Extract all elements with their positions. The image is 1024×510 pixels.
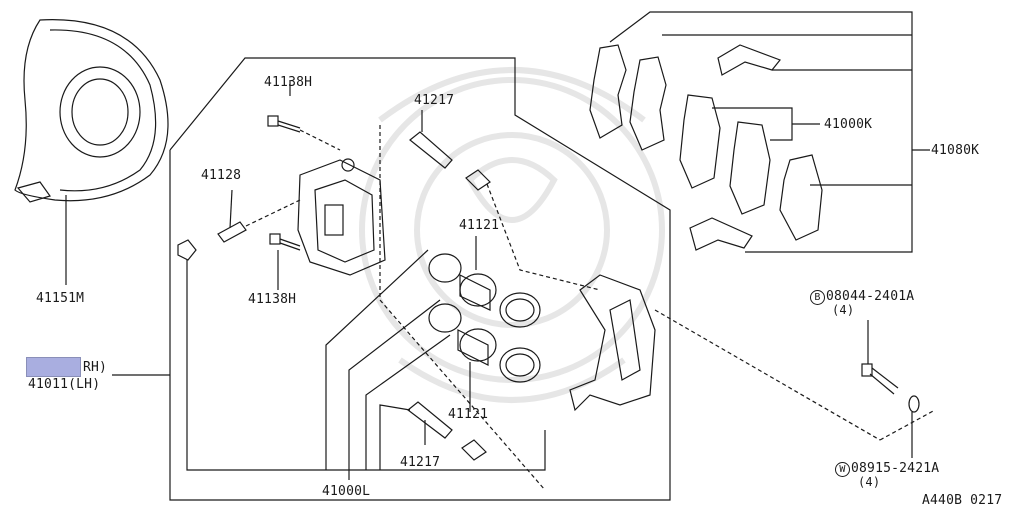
bolt-marker-icon: B (810, 290, 825, 305)
pin-bolt-top (267, 80, 301, 133)
label-41128: 41128 (201, 168, 242, 183)
label-41151M: 41151M (36, 291, 85, 306)
mounting-bolt (861, 320, 899, 395)
backing-plate (14, 19, 169, 285)
label-41000K: 41000K (824, 117, 873, 132)
label-41138H-top: 41138H (264, 75, 313, 90)
caliper-rh-highlight (26, 357, 81, 377)
label-bolt-qty: (4) (832, 303, 855, 317)
label-caliper-rh: RH) (83, 360, 108, 375)
pin-bolt-bottom (269, 233, 301, 290)
caliper-bracket (569, 274, 656, 412)
washer-part-number: 08915-2421A (851, 461, 940, 476)
bolt-part-number: 08044-2401A (826, 289, 915, 304)
label-washer-qty: (4) (858, 475, 881, 489)
label-41121-bottom: 41121 (448, 407, 489, 422)
washer (908, 395, 920, 458)
pad-shims (689, 44, 781, 251)
pistons (457, 273, 497, 366)
seal-rings (428, 253, 541, 383)
sleeve-top (409, 110, 453, 169)
caliper-frame (169, 57, 671, 501)
boot-top (465, 169, 491, 191)
sleeve-bottom (407, 401, 453, 445)
label-41000L: 41000L (322, 484, 371, 499)
label-41138H-bottom: 41138H (248, 292, 297, 307)
diagram-code: A440B 0217 (922, 493, 1003, 508)
bleeder-screw (217, 189, 247, 243)
caliper-body (297, 158, 386, 276)
boot-bottom (461, 439, 487, 461)
label-41217-bottom: 41217 (400, 455, 441, 470)
label-41080K: 41080K (931, 143, 980, 158)
label-caliper-lh: 41011(LH) (28, 377, 101, 392)
brake-pads (589, 44, 823, 241)
label-41217-top: 41217 (414, 93, 455, 108)
washer-marker-icon: W (835, 462, 850, 477)
dust-cap (177, 239, 197, 261)
label-41121-top: 41121 (459, 218, 500, 233)
